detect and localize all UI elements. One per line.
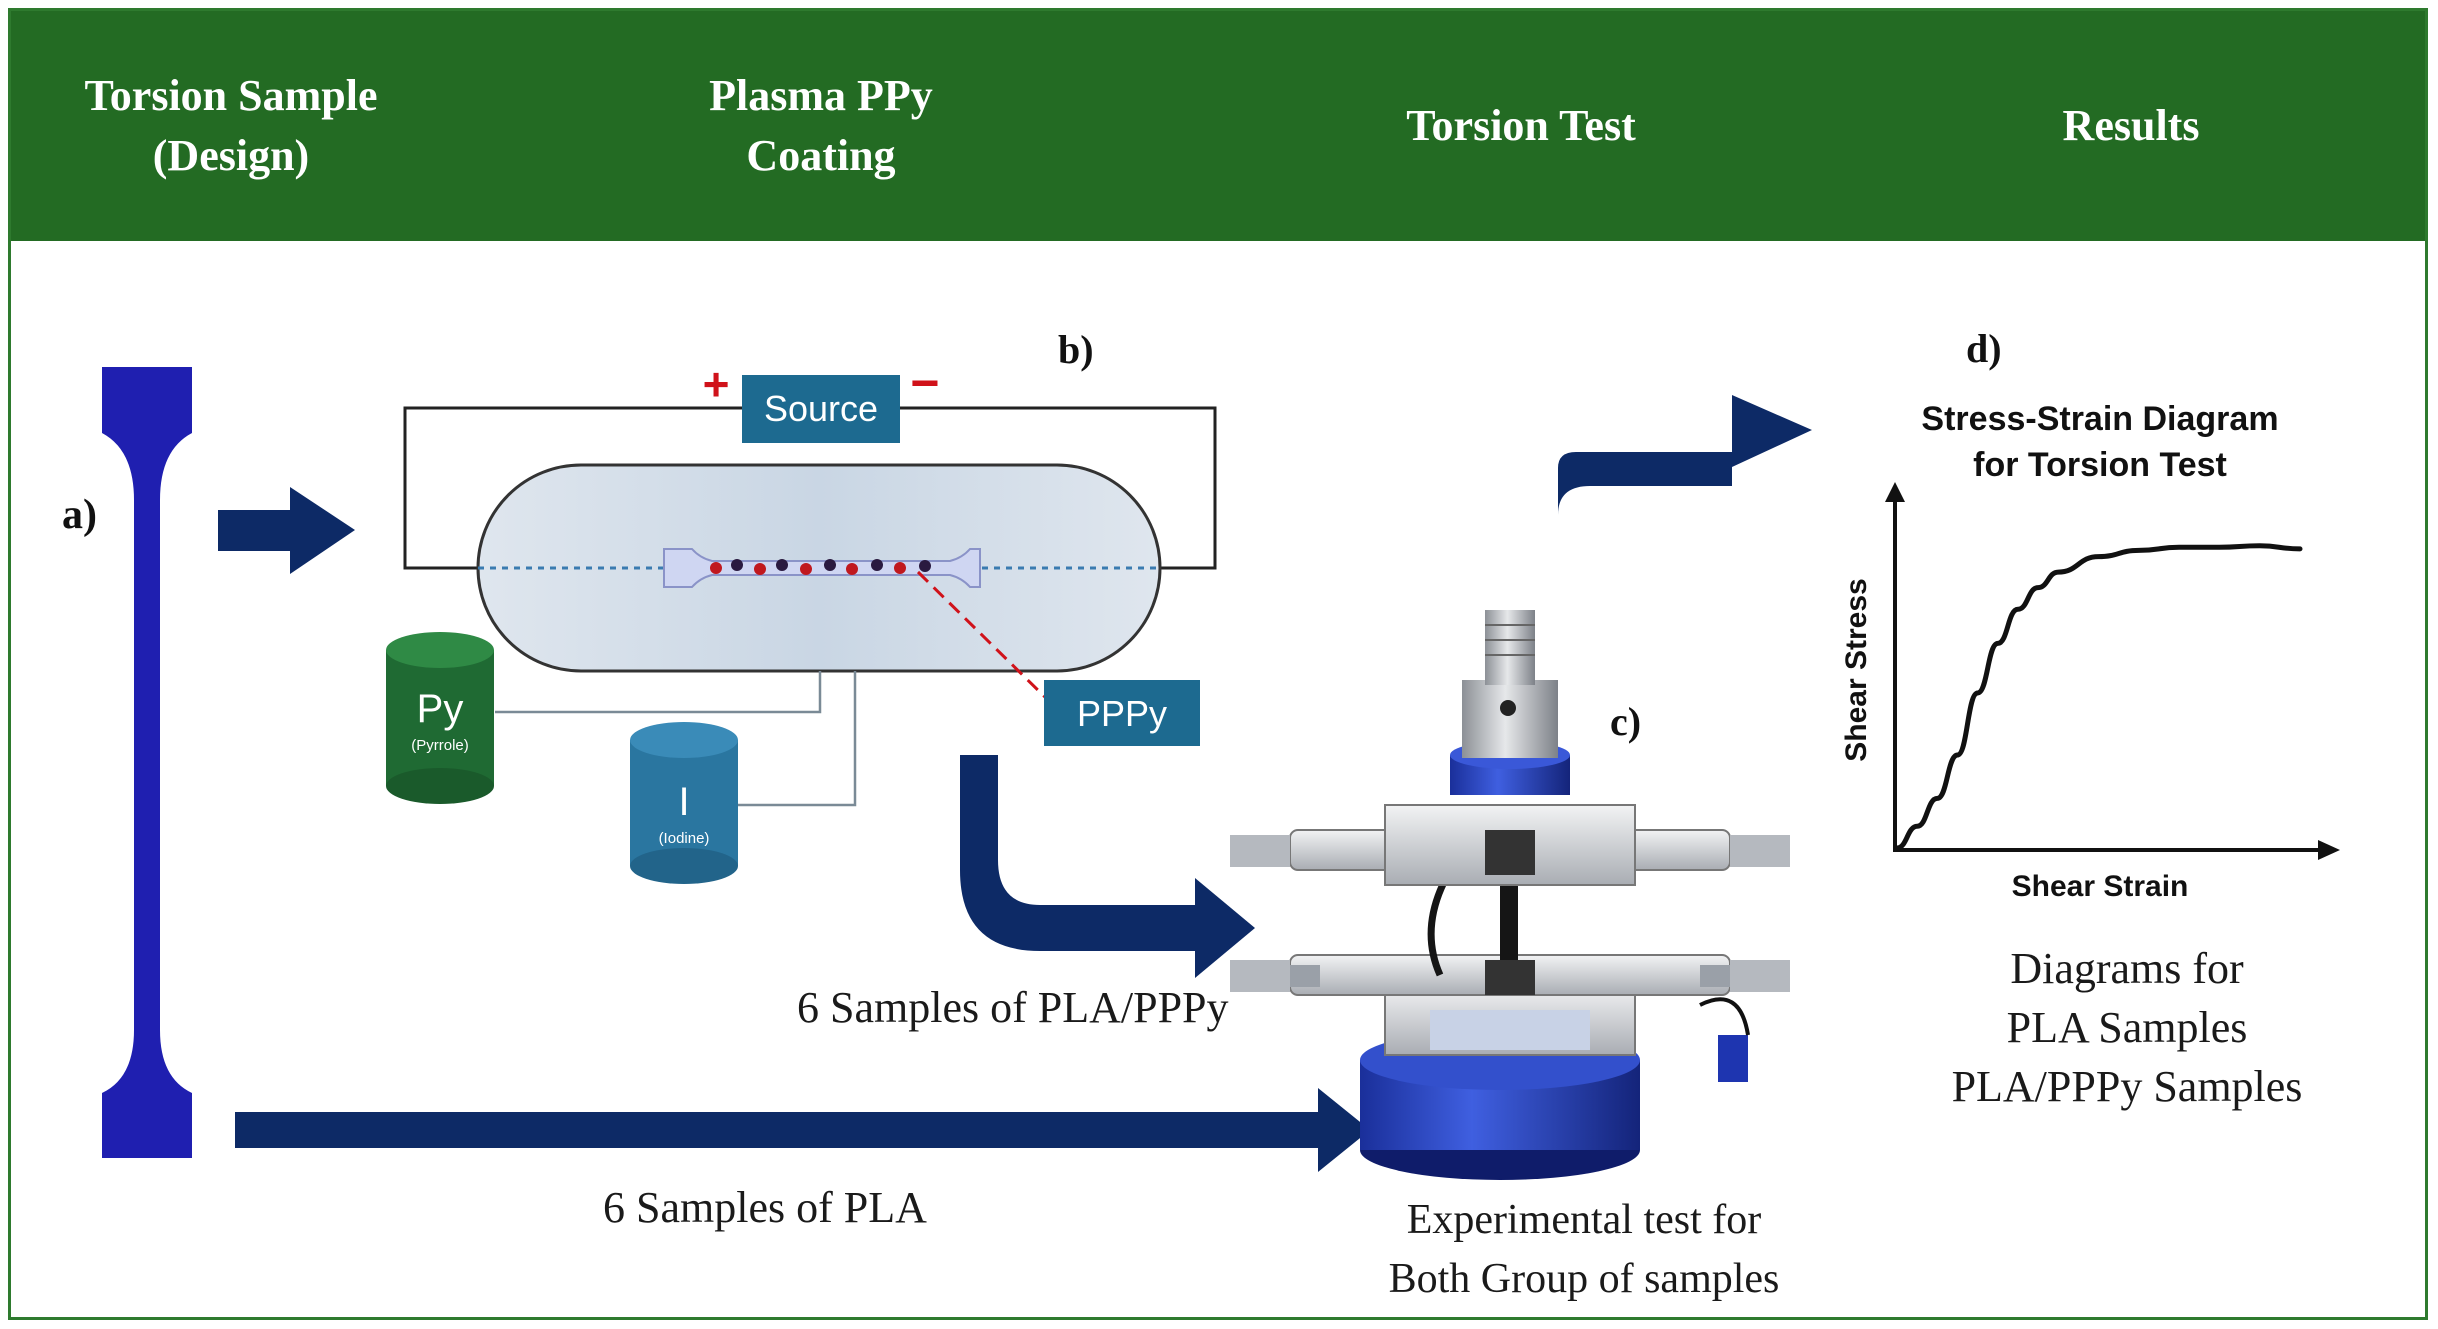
ppy-box bbox=[1044, 680, 1200, 746]
plus-sign: + bbox=[703, 358, 730, 410]
chart-x-arrowhead bbox=[2318, 840, 2340, 860]
results-line1: Diagrams for bbox=[2010, 944, 2244, 993]
py-feed-line bbox=[495, 671, 822, 714]
panel-label-c: c) bbox=[1610, 699, 1641, 744]
results-line3: PLA/PPPy Samples bbox=[1952, 1062, 2303, 1111]
step-results: Results bbox=[2062, 101, 2200, 150]
chart-ylabel: Shear Stress bbox=[1840, 578, 1873, 761]
torsion-test-machine bbox=[1230, 610, 1790, 1180]
test-caption-line1: Experimental test for bbox=[1407, 1197, 1762, 1243]
iodine-sub-label: (Iodine) bbox=[659, 830, 710, 847]
source-box bbox=[742, 375, 900, 443]
ppy-pointer bbox=[916, 570, 1050, 702]
source-label: Source bbox=[764, 388, 878, 429]
arrow-to-coating bbox=[218, 487, 355, 574]
chart-y-arrowhead bbox=[1885, 482, 1905, 502]
step-plasma-coating: Plasma PPy Coating bbox=[709, 71, 933, 180]
arrow-uncoated-to-test bbox=[235, 1088, 1370, 1172]
chart-title-line1: Stress-Strain Diagram bbox=[1921, 400, 2278, 438]
ppy-label: PPPy bbox=[1077, 693, 1167, 734]
arrow-coated-to-test bbox=[960, 755, 1255, 978]
torsion-sample-shape bbox=[102, 367, 192, 1158]
stress-strain-chart: Stress-Strain Diagram for Torsion Test S… bbox=[1840, 400, 2340, 903]
panel-label-d: d) bbox=[1966, 326, 2002, 371]
dopant-particles bbox=[710, 559, 931, 575]
pppy-samples-label: 6 Samples of PLA/PPPy bbox=[797, 983, 1229, 1032]
pla-samples-label: 6 Samples of PLA bbox=[603, 1183, 927, 1232]
chart-title-line2: for Torsion Test bbox=[1973, 446, 2227, 484]
iodine-feed-line bbox=[738, 671, 857, 807]
arrow-test-to-results bbox=[1522, 395, 1812, 562]
py-sub-label: (Pyrrole) bbox=[411, 737, 469, 754]
iodine-label: I bbox=[678, 780, 689, 824]
test-caption-line2: Both Group of samples bbox=[1389, 1256, 1780, 1302]
workflow-header: Torsion Sample (Design) Plasma PPy Coati… bbox=[11, 11, 2425, 241]
chart-series-line bbox=[1894, 543, 2303, 851]
chart-xlabel: Shear Strain bbox=[2012, 870, 2189, 903]
results-line2: PLA Samples bbox=[2007, 1003, 2248, 1052]
step-torsion-sample: Torsion Sample (Design) bbox=[84, 71, 378, 180]
panel-label-b: b) bbox=[1058, 327, 1094, 372]
minus-sign: − bbox=[910, 355, 939, 411]
step-torsion-test: Torsion Test bbox=[1406, 101, 1636, 150]
py-label: Py bbox=[417, 687, 464, 731]
pyrrole-canister bbox=[386, 632, 494, 804]
chamber-sample bbox=[663, 548, 981, 588]
iodine-canister bbox=[630, 722, 738, 884]
panel-label-a: a) bbox=[62, 492, 97, 538]
